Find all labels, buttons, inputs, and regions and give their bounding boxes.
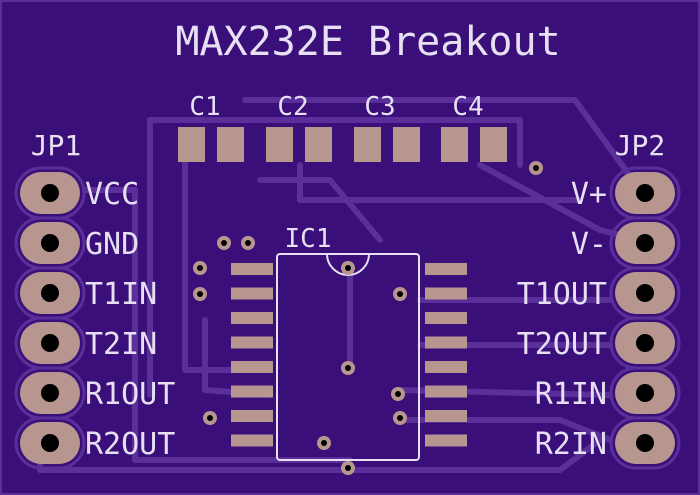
ic-pad-left (231, 410, 273, 422)
jp1-pin (14, 416, 86, 470)
jp1-pin-label: T2IN (85, 327, 157, 362)
ic-pad-right (425, 385, 467, 398)
cap-pad (266, 127, 293, 162)
ic-pad-left (231, 336, 273, 349)
trace-left-inner (202, 317, 273, 398)
jp1-pin (14, 216, 86, 270)
ic-pad-left (231, 263, 273, 275)
cap-pad (480, 127, 507, 162)
ic-pad-right (425, 410, 467, 422)
jp2-label: JP2 (615, 129, 666, 162)
cap-pad (354, 127, 381, 162)
via (391, 387, 405, 401)
via (317, 436, 331, 450)
cap-pad (305, 127, 332, 162)
ic-label: IC1 (285, 224, 332, 254)
cap-pad (393, 127, 420, 162)
ic-pad-left (231, 287, 273, 300)
via (193, 287, 207, 301)
jp2-pin-label: V- (571, 227, 607, 262)
ic-pad-right (425, 361, 467, 373)
via (529, 161, 543, 175)
jp1-pin (14, 166, 86, 220)
jp1-pin-label: T1IN (85, 277, 157, 312)
via (393, 411, 407, 425)
trace-c1 (147, 117, 523, 398)
ic1-footprint: IC1 (231, 224, 467, 461)
jp2-pin (609, 416, 681, 470)
via (217, 236, 231, 250)
ic-pad-right (425, 434, 467, 447)
jp2-pin (609, 216, 681, 270)
via (341, 361, 355, 375)
vias (193, 161, 543, 475)
jp2-pin-label: R2IN (535, 427, 607, 462)
trace-vcc (82, 187, 353, 463)
via (393, 287, 407, 301)
via (341, 461, 355, 475)
ic-pad-right (425, 312, 467, 324)
via (341, 261, 355, 275)
ic-pad-right (425, 263, 467, 275)
trace-c3 (257, 177, 383, 243)
jp1-pin (14, 366, 86, 420)
jp2-pin-label: R1IN (535, 377, 607, 412)
cap-label-c4: C4 (452, 92, 483, 122)
cap-label-c3: C3 (364, 92, 395, 122)
jp1-pin-label: R2OUT (85, 427, 175, 462)
cap-label-c1: C1 (189, 92, 220, 122)
jp2-pin (609, 266, 681, 320)
capacitor-pads (178, 127, 507, 162)
trace-c2 (297, 162, 583, 203)
ic-pad-right (425, 336, 467, 349)
ic-pad-left (231, 434, 273, 447)
board-title: MAX232E Breakout (175, 19, 560, 65)
cap-pad (217, 127, 244, 162)
jp2-pin (609, 166, 681, 220)
jp2-pin-label: T1OUT (517, 277, 607, 312)
cap-label-c2: C2 (277, 92, 308, 122)
jp1-pin-label: R1OUT (85, 377, 175, 412)
jp2-pin-label: V+ (571, 177, 607, 212)
jp1-label: JP1 (31, 129, 82, 162)
jp2-pin-label: T2OUT (517, 327, 607, 362)
jp2-pin (609, 366, 681, 420)
ic-pad-left (231, 385, 273, 398)
ic-outline (276, 253, 420, 461)
via (193, 261, 207, 275)
trace-top (242, 97, 643, 193)
cap-pad (441, 127, 468, 162)
jp1-pin (14, 316, 86, 370)
cap-pad (178, 127, 205, 162)
via (241, 236, 255, 250)
jp1-pin-label: GND (85, 227, 139, 262)
ic-pad-left (231, 312, 273, 324)
jp1-pin-label: VCC (85, 177, 139, 212)
jp1-pin (14, 266, 86, 320)
ic-pad-right (425, 287, 467, 300)
ic-pad-left (231, 361, 273, 373)
jp2-pin (609, 316, 681, 370)
via (203, 411, 217, 425)
